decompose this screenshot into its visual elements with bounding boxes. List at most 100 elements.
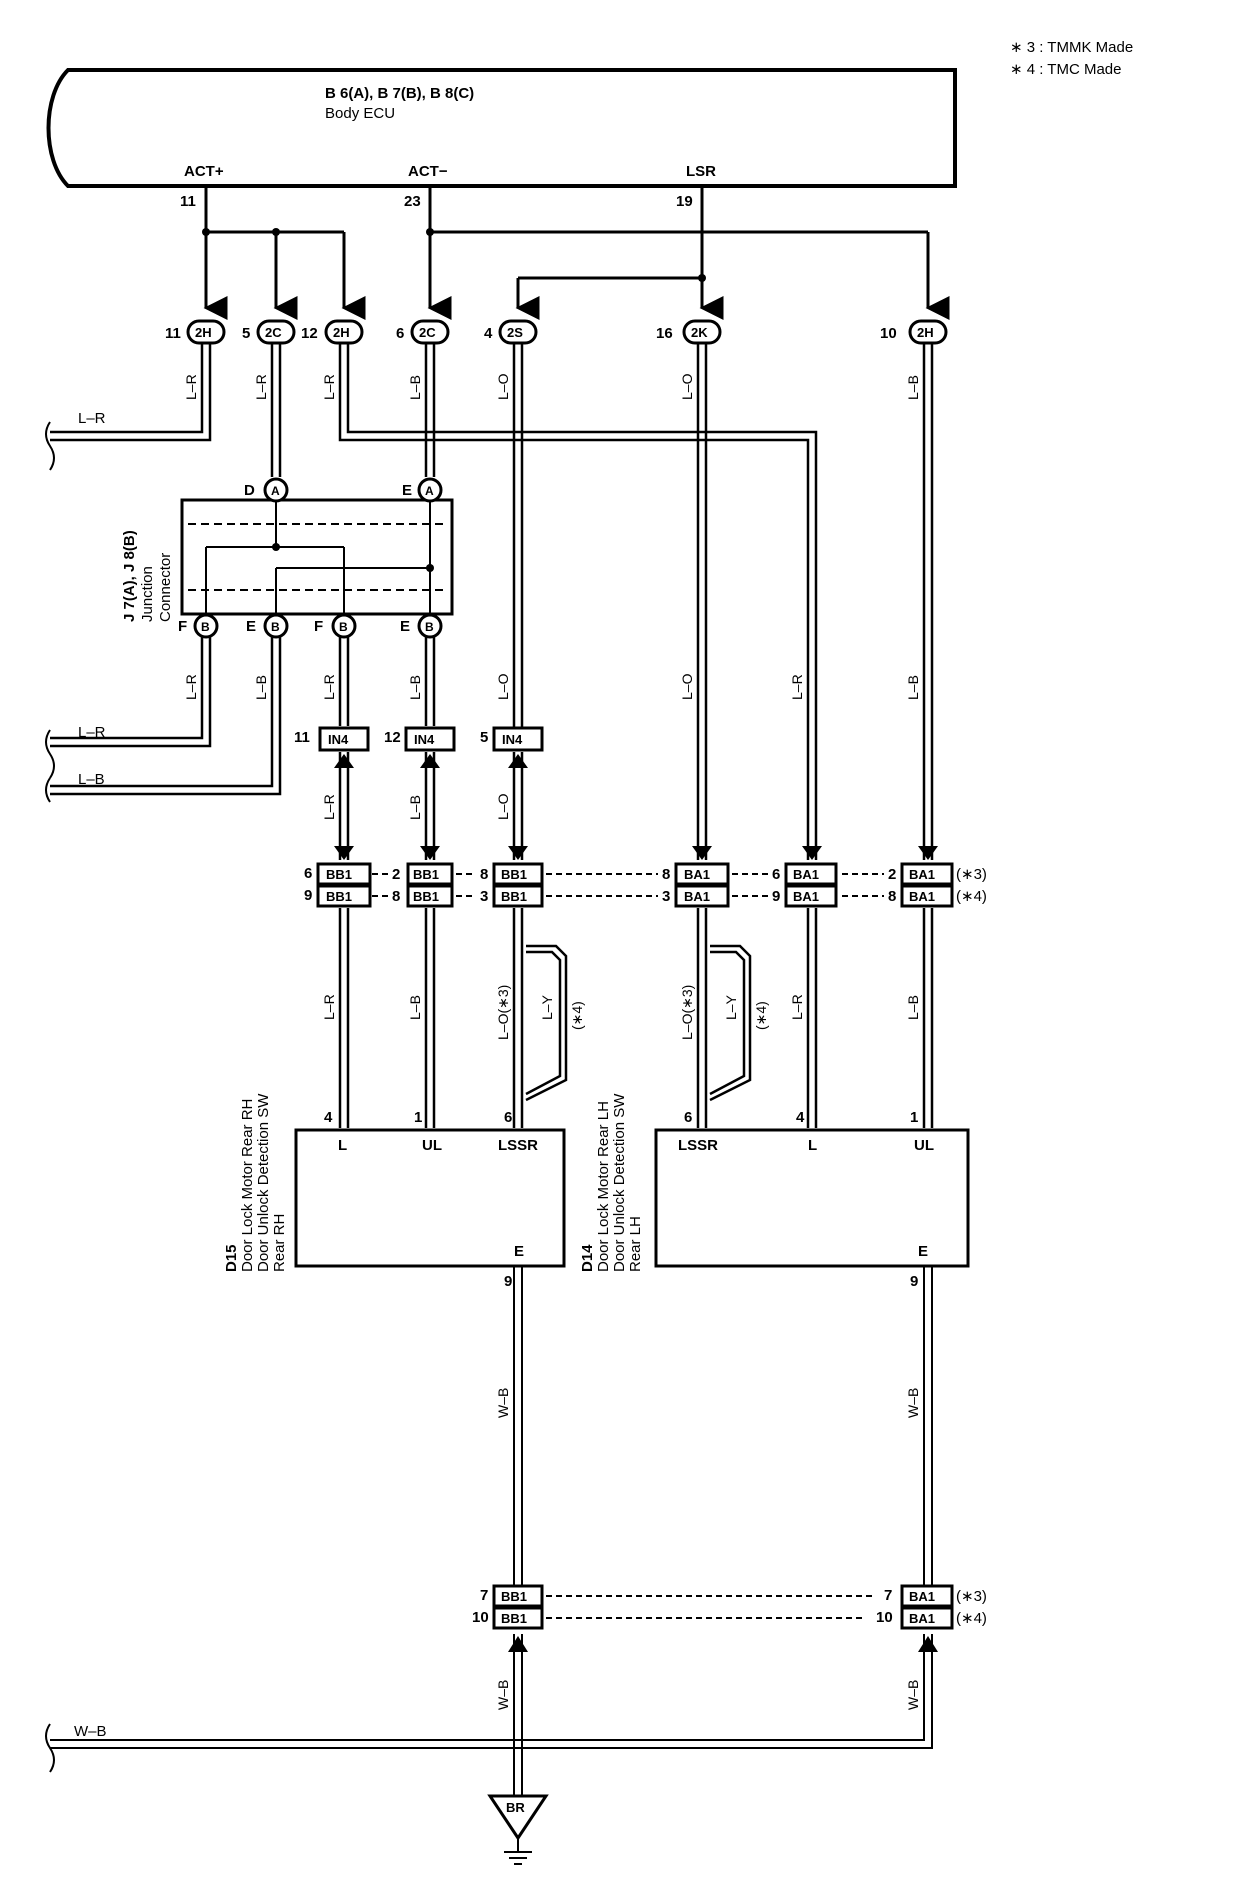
in4-connectors: 11 IN4 12 IN4 5 IN4 [294, 726, 544, 752]
junction-connector: J 7(A), J 8(B) Junction Connector D A E … [121, 477, 454, 639]
svg-text:L: L [338, 1137, 347, 1154]
svg-text:L–R: L–R [321, 794, 337, 820]
connector-2h-12: 12 2H [301, 319, 364, 345]
svg-text:Rear LH: Rear LH [627, 1216, 644, 1272]
d14-code: D14 [579, 1244, 596, 1272]
svg-text:IN4: IN4 [414, 732, 435, 747]
svg-text:BA1: BA1 [684, 867, 710, 882]
connector-2c-5: 5 2C [242, 319, 296, 345]
svg-text:F: F [314, 618, 323, 635]
svg-text:L–O(∗3): L–O(∗3) [495, 985, 511, 1040]
ecu-pin-num-11: 11 [180, 193, 196, 210]
svg-text:BA1: BA1 [909, 867, 935, 882]
ecu-pin-act-minus: ACT− [408, 163, 448, 180]
svg-text:9: 9 [772, 888, 780, 905]
svg-text:10: 10 [880, 325, 897, 342]
svg-text:LSSR: LSSR [498, 1137, 538, 1154]
svg-text:B: B [339, 620, 348, 634]
svg-text:2H: 2H [195, 325, 212, 340]
connector-2s-4: 4 2S [484, 319, 538, 345]
svg-text:8: 8 [392, 888, 400, 905]
svg-text:6: 6 [304, 865, 312, 882]
upper-harness-wires [50, 343, 934, 860]
svg-text:9: 9 [304, 887, 312, 904]
svg-text:(∗4): (∗4) [753, 1001, 769, 1030]
svg-text:Door Unlock Detection SW: Door Unlock Detection SW [255, 1093, 272, 1272]
svg-text:BB1: BB1 [413, 867, 439, 882]
svg-text:LSSR: LSSR [678, 1137, 718, 1154]
svg-text:W–B: W–B [905, 1388, 921, 1418]
svg-text:10: 10 [876, 1609, 893, 1626]
svg-text:W–B: W–B [495, 1680, 511, 1710]
svg-text:4: 4 [324, 1109, 333, 1126]
svg-text:3: 3 [480, 888, 488, 905]
svg-text:UL: UL [422, 1137, 442, 1154]
svg-text:(∗4): (∗4) [569, 1001, 585, 1030]
svg-text:E: E [918, 1243, 928, 1260]
svg-text:(∗3): (∗3) [956, 866, 987, 883]
svg-text:7: 7 [480, 1587, 488, 1604]
ecu-trunk-wires [203, 186, 950, 320]
svg-text:L–B: L–B [905, 675, 921, 700]
lower-harness-wires [338, 908, 934, 1128]
svg-text:L–O(∗3): L–O(∗3) [679, 985, 695, 1040]
junction-name1: Junction [139, 566, 156, 622]
in4-arrowheads [334, 754, 938, 860]
body-ecu: B 6(A), B 7(B), B 8(C) Body ECU ACT+ ACT… [46, 68, 957, 188]
svg-text:2: 2 [888, 866, 896, 883]
ecu-pin-act-plus: ACT+ [184, 163, 224, 180]
svg-text:2C: 2C [265, 325, 282, 340]
svg-text:2H: 2H [333, 325, 350, 340]
junction-lower-wires [50, 637, 436, 796]
svg-text:2S: 2S [507, 325, 523, 340]
door-lock-motor-rear-rh: D15 Door Lock Motor Rear RH Door Unlock … [223, 1093, 566, 1290]
svg-text:4: 4 [484, 325, 493, 342]
svg-text:F: F [178, 618, 187, 635]
svg-text:1: 1 [910, 1109, 918, 1126]
svg-text:1: 1 [414, 1109, 422, 1126]
svg-text:E: E [402, 482, 412, 499]
connector-2c-6: 6 2C [396, 319, 450, 345]
svg-text:L–R: L–R [321, 674, 337, 700]
svg-text:Door Lock Motor Rear LH: Door Lock Motor Rear LH [595, 1101, 612, 1272]
svg-text:L–O: L–O [679, 373, 695, 400]
svg-text:L–R: L–R [183, 374, 199, 400]
svg-text:(∗4): (∗4) [956, 1610, 987, 1627]
ground-point-br: BR [487, 1794, 549, 1865]
svg-text:UL: UL [914, 1137, 934, 1154]
svg-text:10: 10 [472, 1609, 489, 1626]
svg-text:9: 9 [910, 1273, 918, 1290]
svg-text:11: 11 [165, 325, 181, 342]
svg-text:BB1: BB1 [501, 889, 527, 904]
note-tmmk: ∗ 3 : TMMK Made [1010, 39, 1133, 56]
svg-text:B: B [271, 620, 280, 634]
svg-text:Door Lock Motor Rear RH: Door Lock Motor Rear RH [239, 1099, 256, 1272]
svg-text:D: D [244, 482, 255, 499]
svg-text:2H: 2H [917, 325, 934, 340]
svg-text:L–O: L–O [495, 373, 511, 400]
svg-text:L–R: L–R [183, 674, 199, 700]
svg-text:IN4: IN4 [328, 732, 349, 747]
svg-text:4: 4 [796, 1109, 805, 1126]
connector-2k-16: 16 2K [656, 319, 722, 345]
door-lock-motor-rear-lh: D14 Door Lock Motor Rear LH Door Unlock … [579, 1093, 970, 1290]
ecu-name: Body ECU [325, 105, 395, 122]
svg-text:L–O: L–O [679, 673, 695, 700]
left-feed-wb: W–B [74, 1723, 107, 1740]
ecu-pin-lsr: LSR [686, 163, 716, 180]
svg-text:L–R: L–R [253, 374, 269, 400]
svg-text:6: 6 [504, 1109, 512, 1126]
svg-text:BA1: BA1 [909, 889, 935, 904]
in4-wire-codes: L–R L–B L–O [321, 793, 511, 820]
note-tmc: ∗ 4 : TMC Made [1010, 61, 1122, 78]
svg-text:W–B: W–B [905, 1680, 921, 1710]
svg-text:L–B: L–B [407, 795, 423, 820]
svg-text:L–Y: L–Y [723, 994, 739, 1020]
svg-text:9: 9 [504, 1273, 512, 1290]
svg-text:L: L [808, 1137, 817, 1154]
svg-text:L–R: L–R [321, 994, 337, 1020]
left-feed-lb: L–B [78, 771, 105, 788]
svg-text:L–B: L–B [253, 675, 269, 700]
svg-text:2C: 2C [419, 325, 436, 340]
